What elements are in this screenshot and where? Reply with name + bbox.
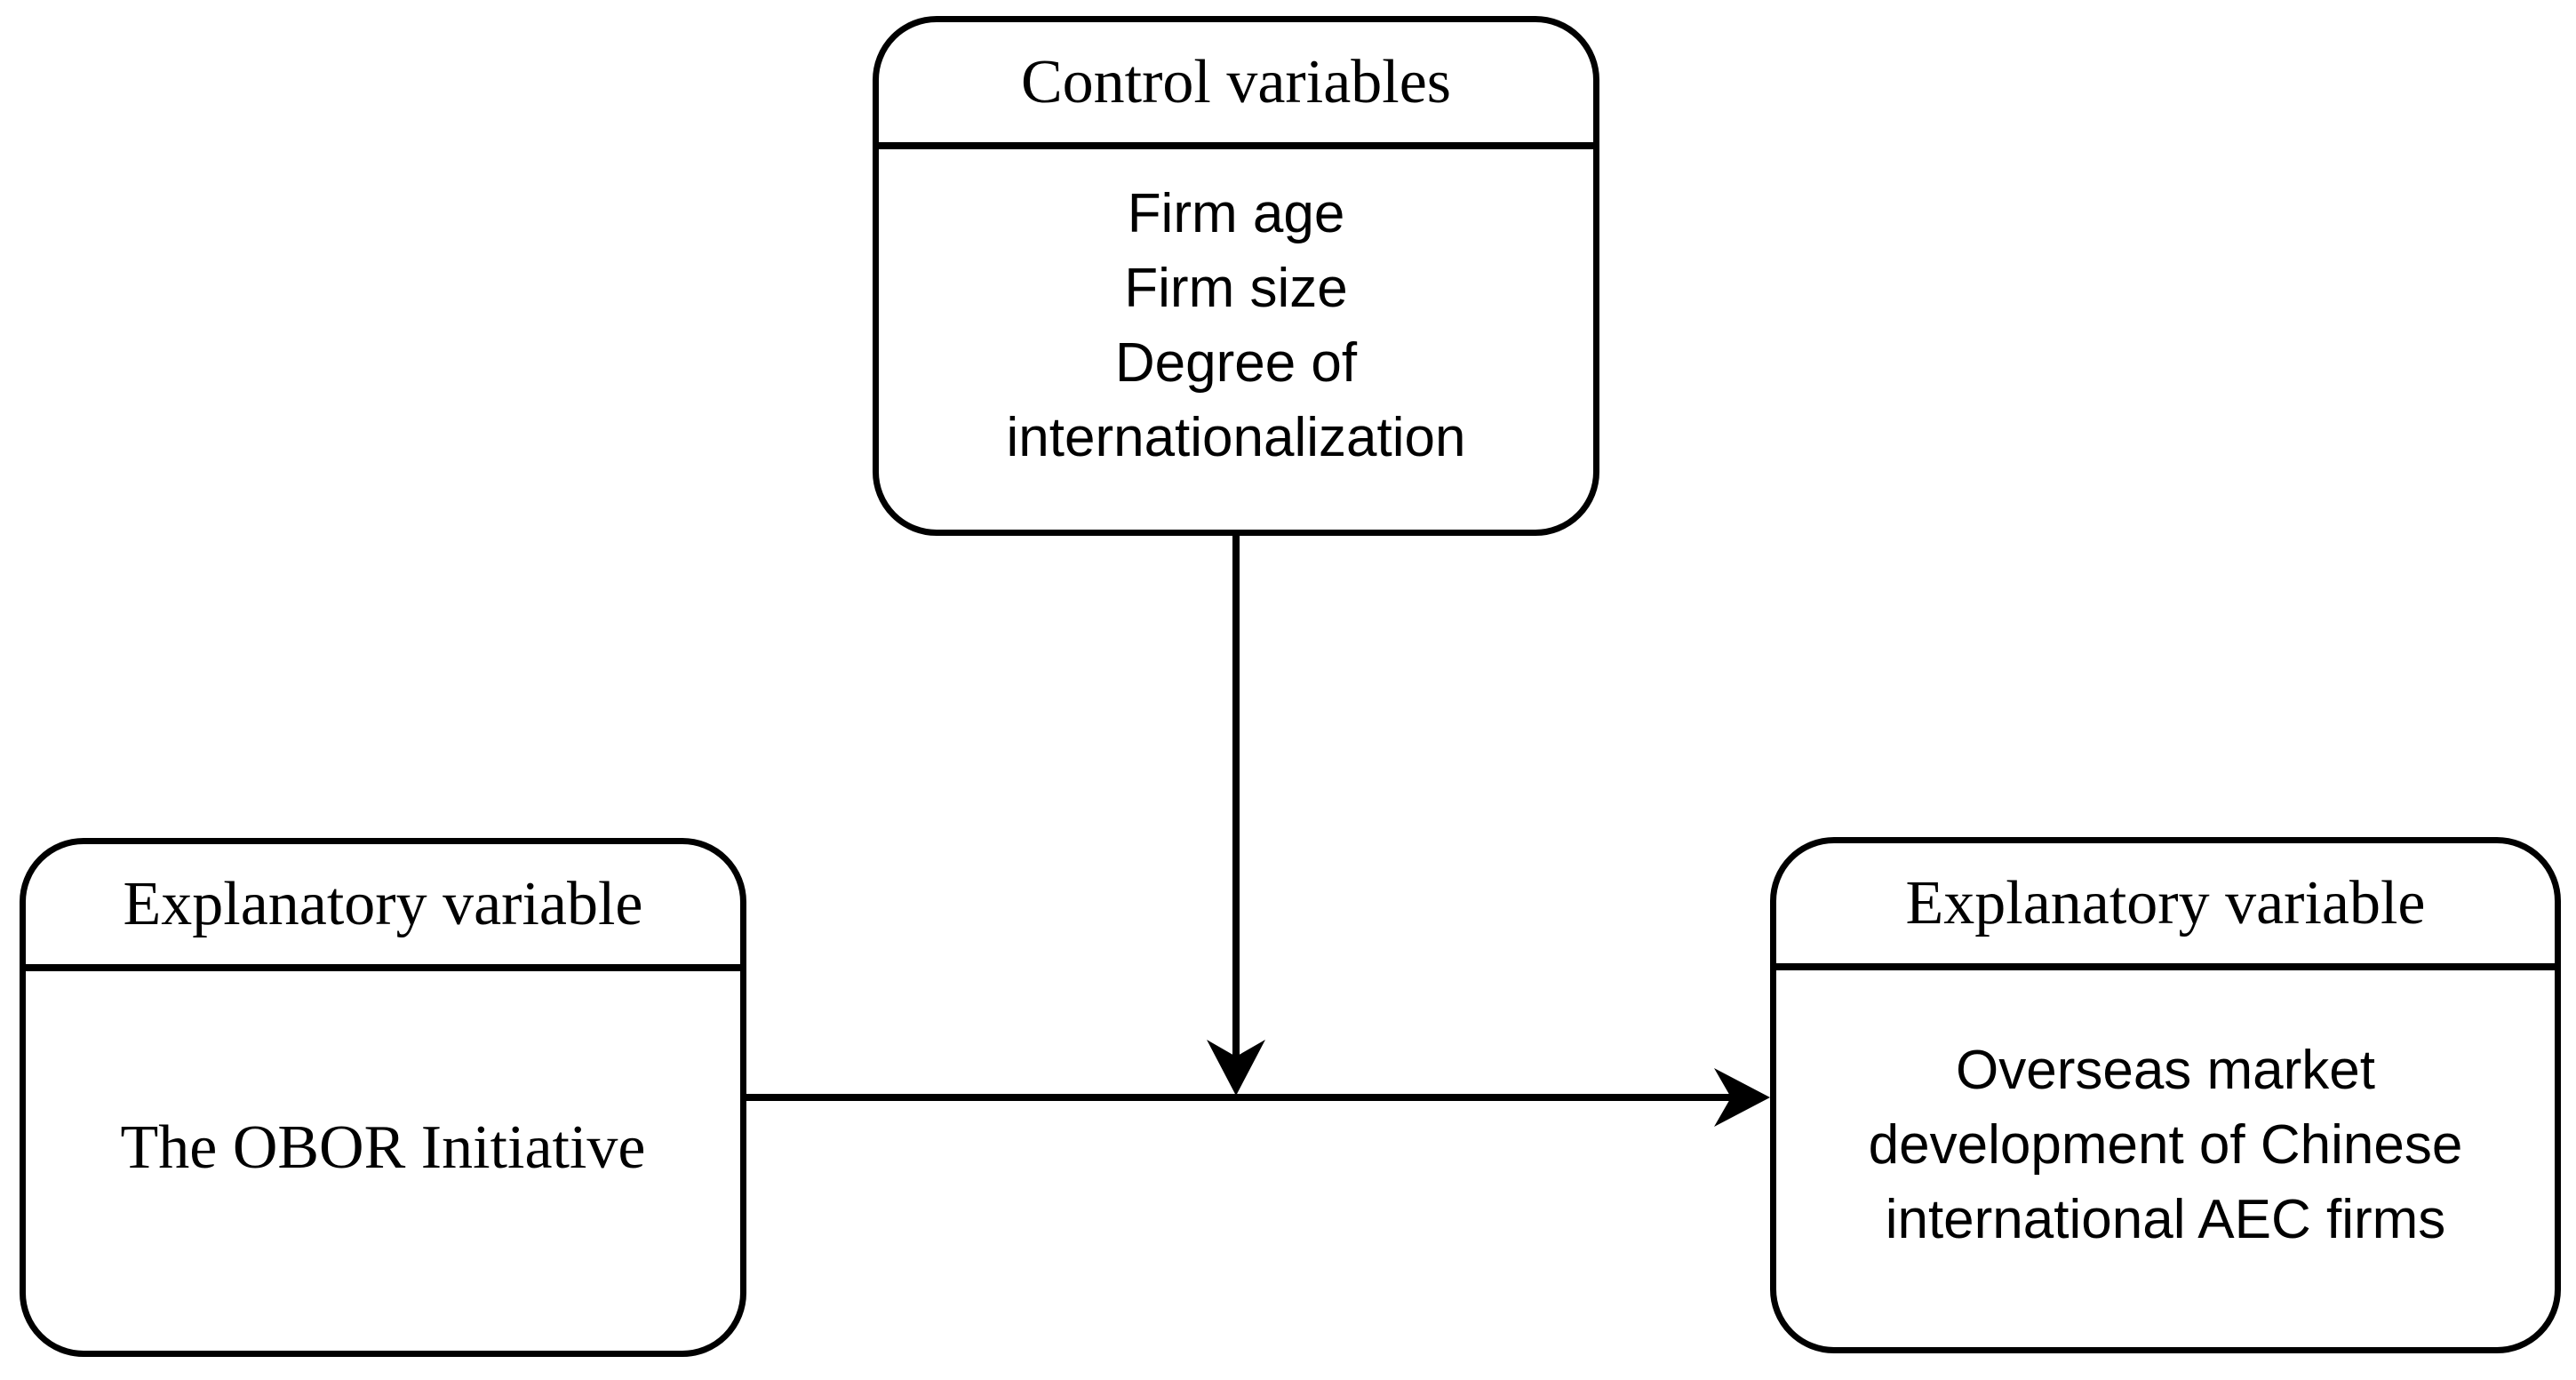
control-variables-arrow	[1207, 533, 1265, 1096]
text-line: Firm size	[1124, 258, 1348, 319]
text-line: international AEC firms	[1885, 1189, 2446, 1250]
text-line: Degree of	[1114, 332, 1358, 394]
text-line: Overseas market	[1955, 1040, 2376, 1101]
text-line: The OBOR Initiative	[120, 1113, 646, 1182]
node-title: Explanatory variable	[26, 844, 740, 971]
obor-to-overseas-arrow	[743, 1068, 1770, 1127]
text-line: development of Chinese	[1868, 1114, 2463, 1176]
node-title: Control variables	[879, 22, 1593, 149]
node-title: Explanatory variable	[1776, 843, 2555, 970]
node-body: Overseas market development of Chinese int…	[1776, 970, 2555, 1347]
node-explanatory-variable-overseas-market: Explanatory variable Overseas market deve…	[1770, 837, 2561, 1353]
node-explanatory-variable-obor: Explanatory variable The OBOR Initiative	[20, 838, 746, 1357]
text-line: Firm age	[1127, 183, 1345, 244]
node-body: The OBOR Initiative	[26, 971, 740, 1351]
text-line: internationalization	[1006, 407, 1466, 468]
